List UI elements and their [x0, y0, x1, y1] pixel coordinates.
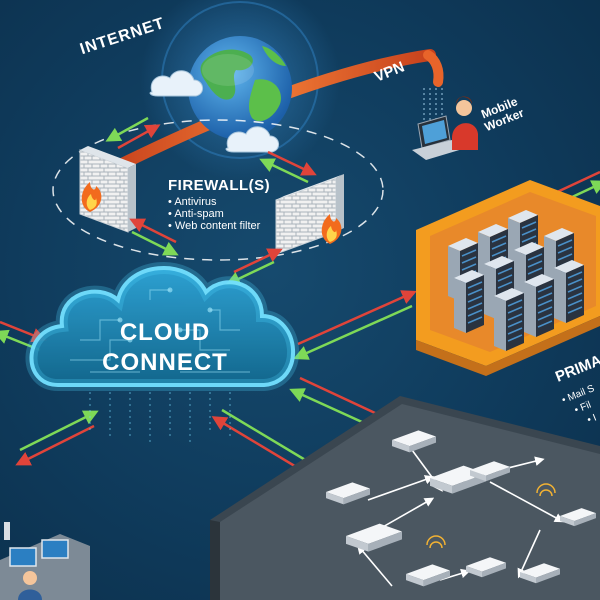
cloud-connect-line1: CLOUD: [119, 319, 211, 346]
firewall-feature: Antivirus: [168, 196, 260, 208]
internet-cloud-icon: [149, 70, 279, 153]
network-floor: [210, 396, 600, 600]
router-icon: [560, 508, 596, 527]
server-rack-icon: [524, 274, 554, 337]
switch-icon: [326, 482, 370, 505]
switch-icon: [470, 461, 510, 482]
cloud-connect-shape: [25, 262, 300, 391]
firewall-feature-list: Antivirus Anti-spam Web content filter: [168, 196, 260, 232]
wifi-icon: [426, 483, 556, 549]
router-icon: [406, 564, 450, 587]
switch-icon: [520, 563, 560, 584]
server-rack-icon: [554, 260, 584, 323]
flame-icon: [81, 182, 102, 212]
firewall-feature: Web content filter: [168, 220, 260, 232]
network-link: [517, 529, 541, 579]
firewall-icon: [275, 174, 344, 255]
server-rack-icon: [494, 288, 524, 351]
network-link: [367, 475, 435, 501]
network-link: [489, 481, 565, 523]
operator-workstations: [0, 522, 90, 600]
cloud-connect-line2: CONNECT: [102, 349, 228, 376]
vpn-connection-dashes: [423, 88, 443, 140]
firewall-icon: [79, 146, 136, 233]
cloud-connect-label: CLOUD CONNECT: [70, 318, 260, 378]
cloud-data-stream: [89, 392, 231, 446]
switch-icon: [392, 430, 436, 453]
network-link: [356, 544, 393, 587]
switch-icon: [466, 557, 506, 578]
router-icon: [346, 523, 402, 552]
flame-icon: [321, 214, 342, 244]
person-icon: [452, 96, 478, 150]
firewall-zone-ring: [52, 119, 384, 261]
server-rack-icon: [454, 270, 484, 333]
globe-icon: [188, 36, 292, 140]
firewall-title: FIREWALL(S): [168, 177, 271, 194]
firewall-feature: Anti-spam: [168, 208, 260, 220]
